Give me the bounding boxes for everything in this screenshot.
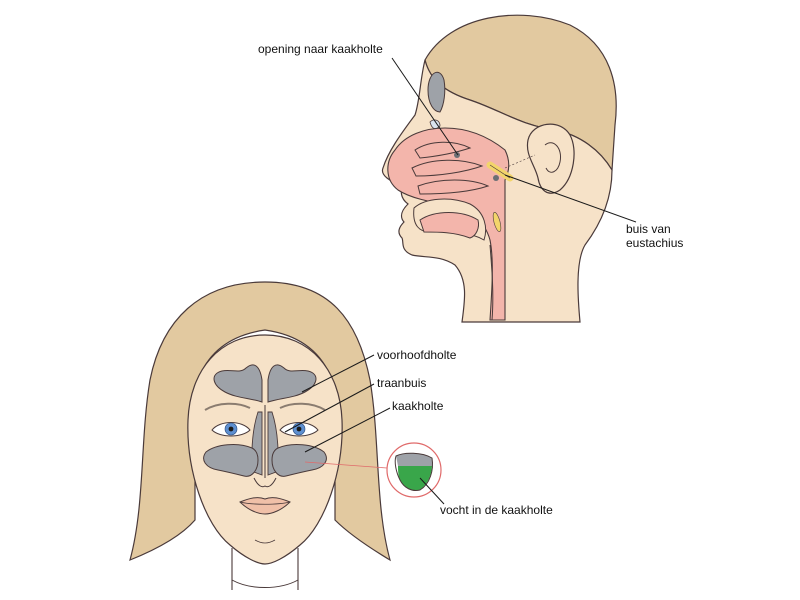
front-lip-line bbox=[239, 501, 291, 505]
inset-sinus-air bbox=[396, 453, 432, 466]
side-view-head bbox=[381, 14, 617, 323]
front-eyebrow-left bbox=[204, 402, 251, 411]
label-kaakholte: kaakholte bbox=[392, 399, 444, 413]
side-turbinate-middle bbox=[411, 159, 484, 177]
side-sinus-opening bbox=[454, 152, 460, 158]
label-vocht-in-de-kaakholte: vocht in de kaakholte bbox=[440, 503, 553, 517]
front-hair bbox=[129, 281, 391, 562]
side-turbinate-upper bbox=[414, 141, 472, 159]
front-eye-right bbox=[279, 422, 319, 437]
front-maxillary-left bbox=[203, 444, 259, 477]
leader-opening bbox=[391, 57, 459, 156]
label-eustachius: eustachius bbox=[626, 236, 684, 250]
label-buis-van: buis van bbox=[626, 222, 671, 236]
front-eyebrow-right bbox=[279, 402, 326, 411]
fluid-inset bbox=[304, 442, 442, 498]
side-tongue bbox=[419, 212, 479, 239]
leader-kaakholte bbox=[304, 407, 391, 453]
inset-connector-line bbox=[304, 461, 388, 469]
label-traanbuis: traanbuis bbox=[377, 376, 427, 390]
front-eye-left bbox=[211, 422, 251, 437]
front-chin bbox=[254, 539, 276, 544]
front-neck bbox=[231, 548, 299, 590]
label-opening-naar-kaakholte: opening naar kaakholte bbox=[258, 42, 383, 56]
leader-traanbuis bbox=[284, 383, 375, 433]
front-frontal-sinus-right bbox=[267, 364, 317, 403]
label-voorhoofdholte: voorhoofdholte bbox=[377, 348, 457, 362]
side-eustachian-dotted bbox=[504, 154, 536, 169]
inset-sinus-fluid bbox=[398, 466, 432, 491]
leader-eustachius bbox=[504, 174, 637, 223]
side-ear-inner bbox=[544, 142, 562, 173]
front-collar bbox=[231, 579, 299, 588]
side-ear bbox=[526, 123, 575, 194]
front-nose bbox=[253, 477, 277, 488]
side-turbinate-lower bbox=[417, 179, 490, 195]
front-maxillary-right bbox=[271, 444, 327, 477]
front-view-head bbox=[129, 281, 391, 590]
side-frontal-sinus bbox=[427, 71, 446, 113]
leader-lines bbox=[284, 57, 637, 505]
leader-vocht bbox=[419, 477, 445, 505]
front-frontal-sinus-left bbox=[213, 364, 263, 403]
side-throat bbox=[489, 244, 494, 321]
leader-voorhoofdholte bbox=[301, 354, 375, 393]
side-tube-opening bbox=[493, 175, 499, 181]
inset-sinus-outline bbox=[394, 452, 433, 491]
side-tube-lower bbox=[492, 212, 502, 232]
